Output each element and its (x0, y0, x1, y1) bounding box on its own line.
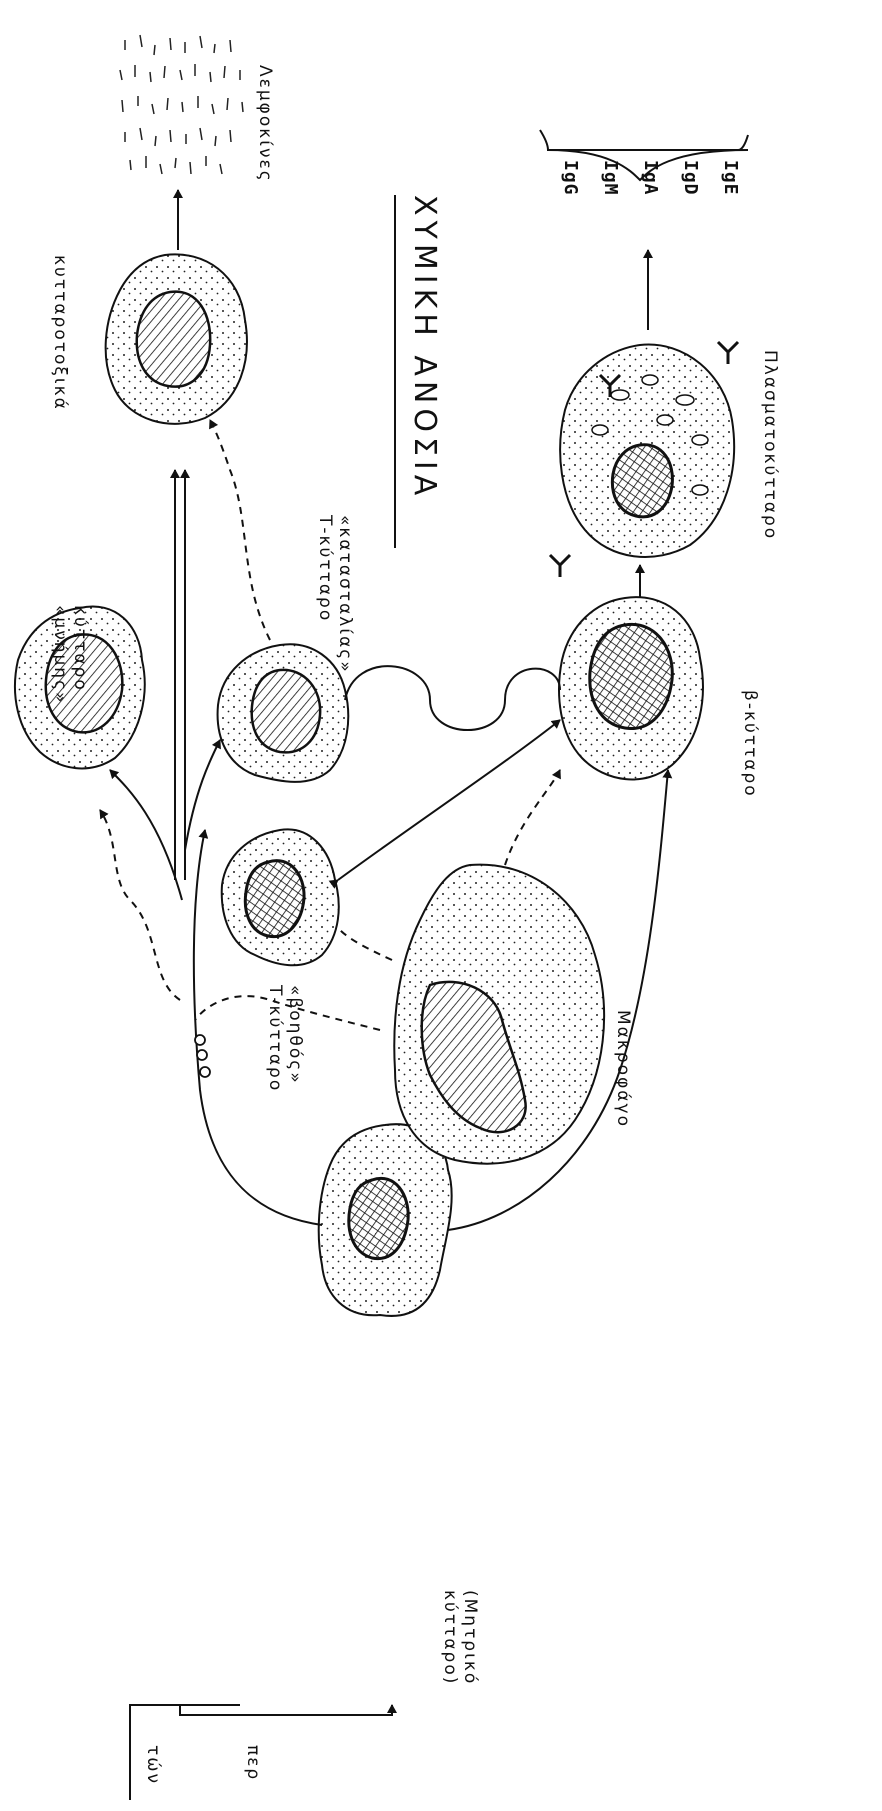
diagram-title: ΧΥΜΙΚΗ ΑΝΟΣΙΑ (407, 195, 442, 500)
stem-cell-label-1: (Μητρικό (460, 1590, 480, 1685)
macrophage-label: Μακροφάγο (613, 1010, 633, 1128)
lymphokines-cluster (120, 35, 243, 174)
trunk-beads (195, 1035, 210, 1077)
stem-cell-label-2: κύτταρο) (440, 1590, 460, 1685)
cytotoxic-label: κυτταροτοξικά (50, 255, 70, 411)
ig-label-igg: IgG (560, 160, 581, 196)
helper-t-cell (222, 829, 339, 965)
stem-cell (319, 1124, 452, 1316)
suppressor-label-2: Τ-κύτταρο (315, 514, 335, 622)
helper-label-1: «βοηθός» (285, 985, 305, 1085)
macrophage (394, 865, 604, 1164)
memory-label-2: «μνήμης» (50, 605, 70, 704)
origin-label-top: τών (143, 1745, 163, 1785)
suppressor-t-cell (218, 644, 349, 782)
plasma-cell (560, 345, 734, 557)
helper-label-2: Τ-κύτταρο (265, 984, 285, 1092)
origin-label-bottom: περ (243, 1745, 263, 1781)
ig-label-igd: IgD (680, 160, 701, 196)
lymphokines-label: Λεμφοκίνες (255, 65, 275, 183)
plasma-label: Πλασματοκύτταρο (760, 350, 780, 540)
ig-label-igm: IgM (600, 160, 621, 196)
b-cell-label: β-κύτταρο (740, 690, 760, 798)
memory-label-1: κύτταρο (70, 605, 90, 692)
suppressor-label-1: «κατασταλίας» (335, 515, 355, 674)
cytotoxic-cell (106, 254, 247, 423)
b-cell (559, 597, 703, 779)
ig-label-ige: IgE (720, 160, 741, 196)
ig-label-iga: IgA (640, 160, 661, 196)
